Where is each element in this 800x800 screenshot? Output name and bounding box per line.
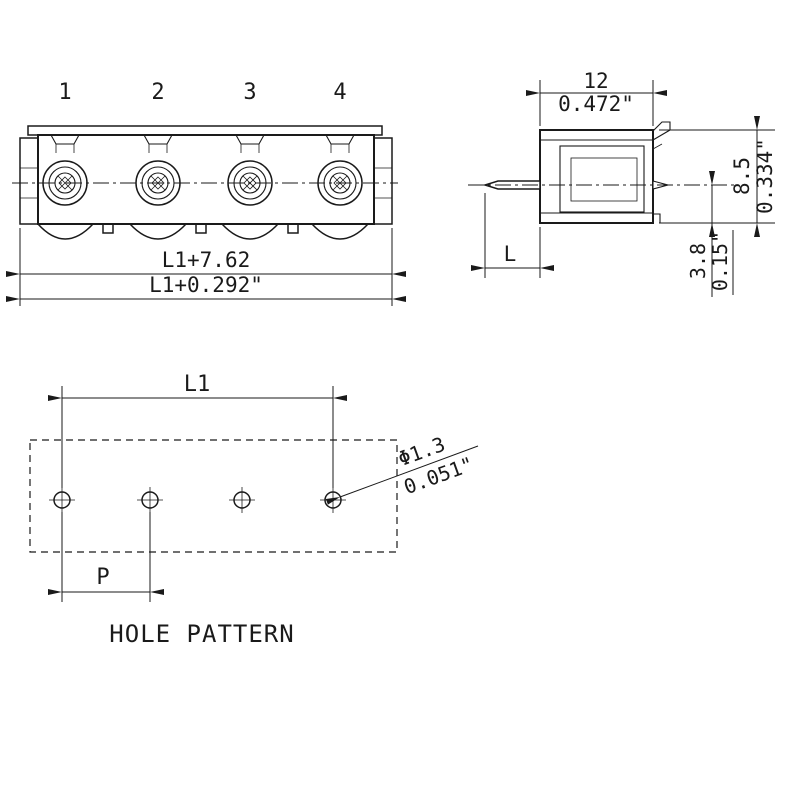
- hole-4: [320, 487, 346, 513]
- pin-length-dimension: L: [471, 193, 554, 278]
- hole-2: [137, 487, 163, 513]
- board-outline: [29, 439, 398, 553]
- hole-pattern-view: L1 Φ1.3 0.051" P HOLE PATTERN: [29, 372, 479, 648]
- span-dimension: L1: [48, 372, 347, 488]
- front-width-dimension: L1+7.62 L1+0.292": [6, 228, 406, 306]
- side-view: 12 0.472" 8.5 0.334" 3.8 0.15" L: [468, 69, 777, 297]
- pin-3-label: 3: [243, 80, 256, 105]
- hole-pattern-caption: HOLE PATTERN: [109, 620, 294, 648]
- dim-span-label: L1: [184, 372, 211, 397]
- depth-dimension: 12 0.472": [526, 69, 667, 126]
- pin-4-label: 4: [333, 80, 346, 105]
- dim-pin-offset-inch-label: 0.15": [708, 231, 732, 291]
- dim-height-inch-label: 0.334": [753, 138, 777, 214]
- side-housing: [539, 121, 671, 224]
- hole-diameter-callout: Φ1.3 0.051": [325, 432, 479, 505]
- height-dimension: 8.5 0.334": [659, 116, 777, 237]
- dim-depth-inch-label: 0.472": [558, 92, 634, 116]
- dim-pin-offset-mm-label: 3.8: [686, 243, 710, 279]
- dim-overall-width-inch-label: L1+0.292": [149, 273, 263, 297]
- front-view: 1 2 3 4: [6, 80, 406, 306]
- front-housing: [19, 125, 393, 240]
- pin-offset-dimension: 3.8 0.15": [686, 171, 734, 297]
- hole-3: [229, 487, 255, 513]
- hole-1: [49, 487, 75, 513]
- dim-overall-width-mm-label: L1+7.62: [162, 248, 251, 272]
- dim-pin-length-label: L: [504, 242, 517, 266]
- pitch-dimension: P: [48, 512, 164, 602]
- dim-pitch-label: P: [96, 565, 109, 590]
- dim-depth-mm-label: 12: [583, 69, 608, 93]
- pin-2-label: 2: [151, 80, 164, 105]
- dim-height-mm-label: 8.5: [730, 157, 754, 195]
- pin-1-label: 1: [58, 80, 71, 105]
- solder-pin: [482, 180, 541, 190]
